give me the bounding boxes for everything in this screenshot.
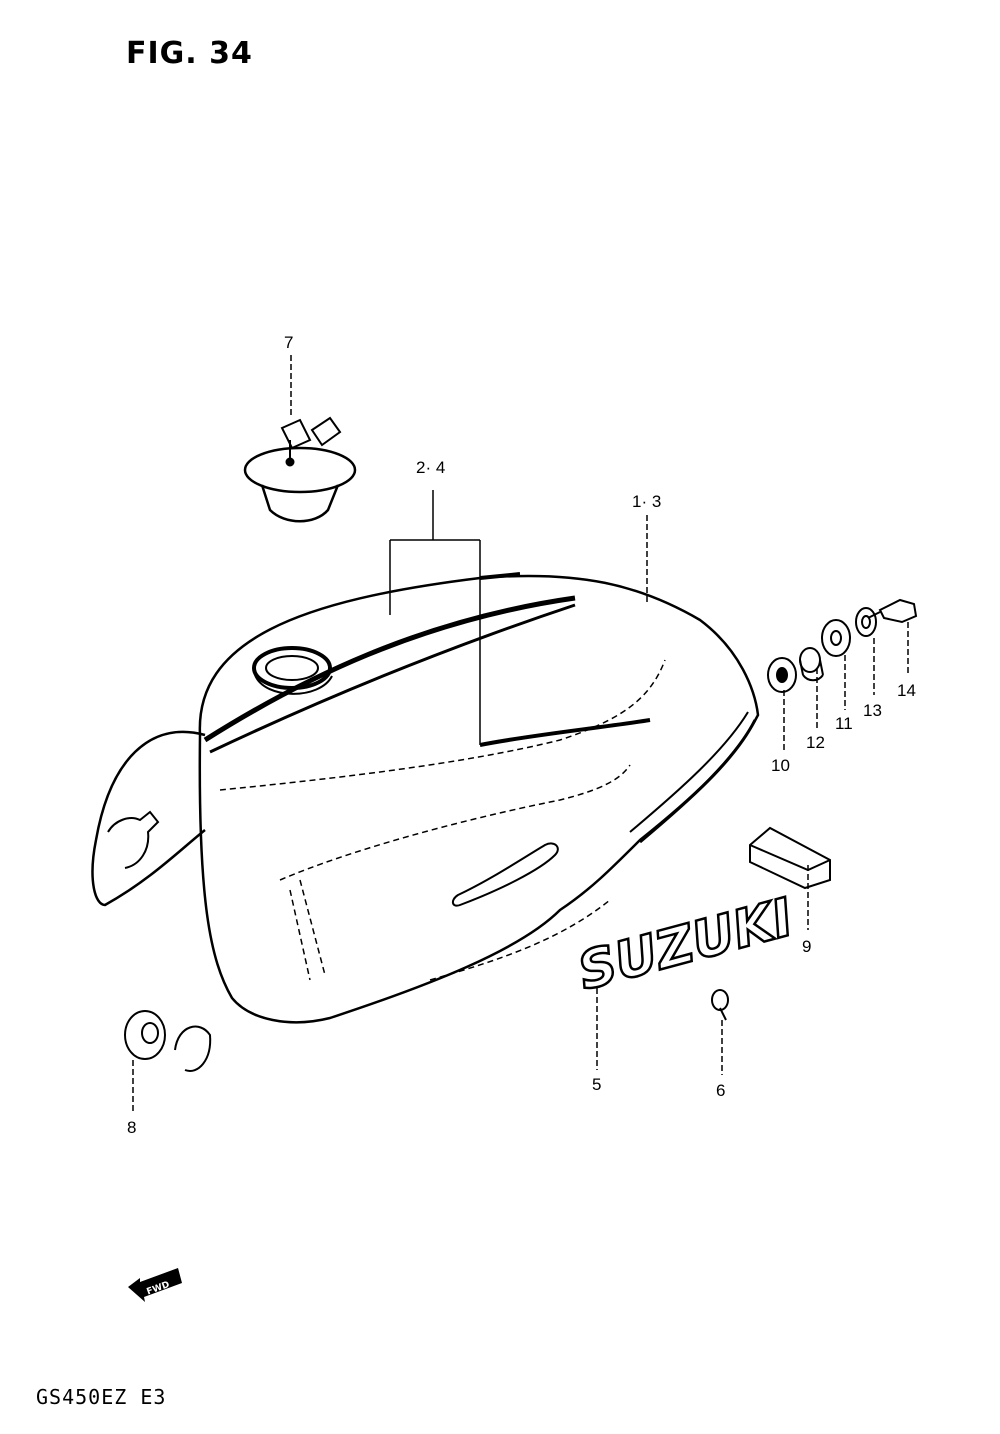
callout-13: 13 [863, 701, 882, 720]
callout-7: 7 [284, 333, 293, 352]
callout-12: 12 [806, 733, 825, 752]
callout-6: 6 [716, 1081, 725, 1100]
cushion-8 [124, 1010, 212, 1072]
callout-14: 14 [897, 681, 916, 700]
callout-8: 8 [127, 1118, 136, 1137]
model-code: GS450EZ E3 [36, 1385, 167, 1409]
callout-1-3: 1· 3 [632, 492, 661, 511]
callout-5: 5 [592, 1075, 601, 1094]
mounting-hardware [124, 598, 918, 1072]
callout-9: 9 [802, 937, 811, 956]
callout-11: 11 [835, 714, 853, 733]
callout-labels: 7 2· 4 1· 3 14 13 11 12 10 9 5 6 8 [127, 333, 916, 1137]
screw-6 [711, 989, 729, 1021]
callout-2-4: 2· 4 [416, 458, 445, 477]
cushion-10 [767, 657, 797, 693]
collar-12 [799, 647, 824, 682]
emblem-text: SUZUKI [572, 888, 799, 1003]
fuel-cap [243, 416, 357, 523]
stripe-bracket [389, 490, 481, 745]
callout-10: 10 [771, 756, 790, 775]
leader-lines [132, 355, 909, 1112]
washer-13 [855, 607, 877, 637]
suzuki-emblem: SUZUKI [571, 886, 801, 1003]
figure-title: FIG. 34 [126, 36, 253, 71]
forward-arrow: FWD [128, 1268, 182, 1302]
cushion-9 [749, 826, 831, 890]
washer-11 [821, 619, 851, 657]
